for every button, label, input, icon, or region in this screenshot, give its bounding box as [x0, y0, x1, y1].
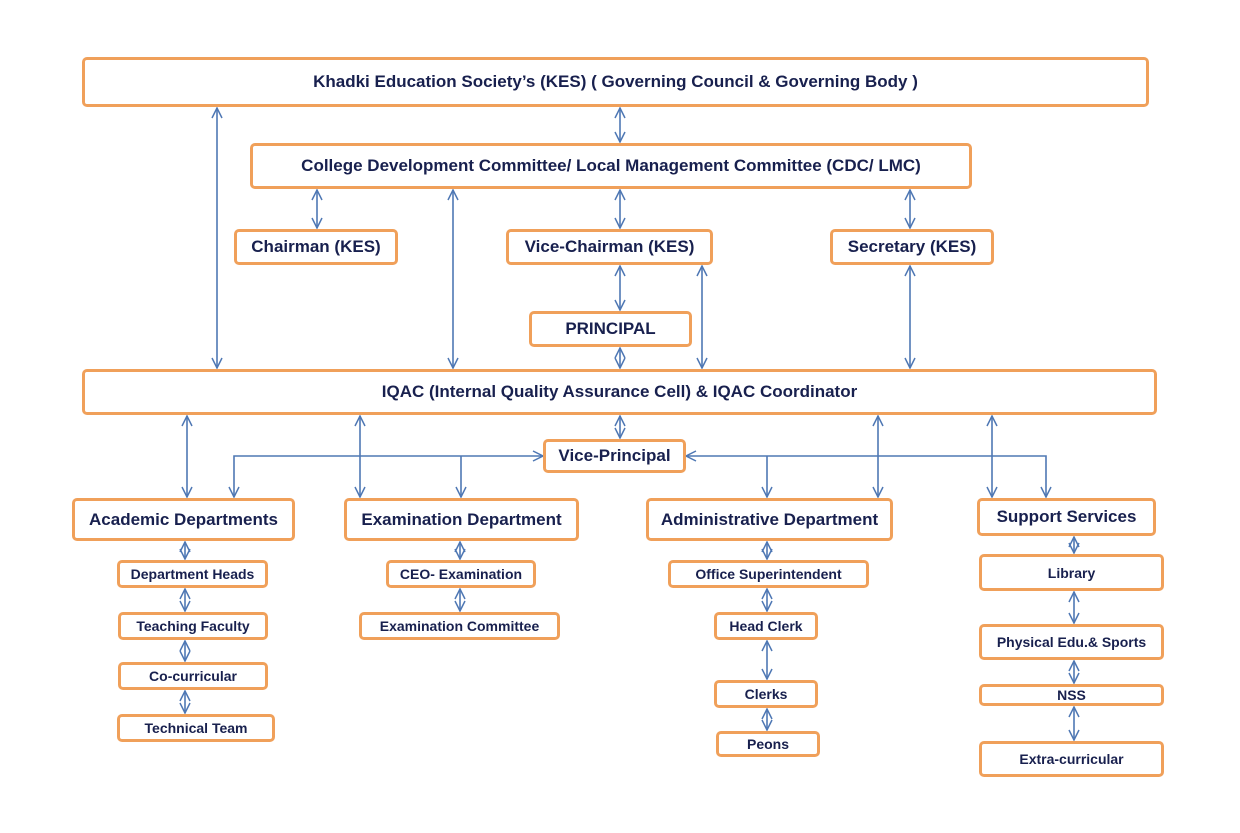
support-services-box: Support Services: [977, 498, 1156, 536]
technical-team-box: Technical Team: [117, 714, 275, 742]
vice-chairman-box: Vice-Chairman (KES): [506, 229, 713, 265]
examination-committee-box: Examination Committee: [359, 612, 560, 640]
cdc-lmc-box: College Development Committee/ Local Man…: [250, 143, 972, 189]
department-heads-box: Department Heads: [117, 560, 268, 588]
iqac-box: IQAC (Internal Quality Assurance Cell) &…: [82, 369, 1157, 415]
examination-department-box: Examination Department: [344, 498, 579, 541]
chairman-box: Chairman (KES): [234, 229, 398, 265]
kes-governing-box: Khadki Education Society’s (KES) ( Gover…: [82, 57, 1149, 107]
academic-departments-box: Academic Departments: [72, 498, 295, 541]
teaching-faculty-box: Teaching Faculty: [118, 612, 268, 640]
link-vice-principal-right: [686, 456, 1046, 497]
vice-principal-box: Vice-Principal: [543, 439, 686, 473]
physical-education-sports-box: Physical Edu.& Sports: [979, 624, 1164, 660]
nss-box: NSS: [979, 684, 1164, 706]
co-curricular-box: Co-curricular: [118, 662, 268, 690]
ceo-examination-box: CEO- Examination: [386, 560, 536, 588]
link-vice-principal-left: [234, 456, 543, 497]
secretary-box: Secretary (KES): [830, 229, 994, 265]
head-clerk-box: Head Clerk: [714, 612, 818, 640]
library-box: Library: [979, 554, 1164, 591]
administrative-department-box: Administrative Department: [646, 498, 893, 541]
extra-curricular-box: Extra-curricular: [979, 741, 1164, 777]
office-superintendent-box: Office Superintendent: [668, 560, 869, 588]
peons-box: Peons: [716, 731, 820, 757]
clerks-box: Clerks: [714, 680, 818, 708]
principal-box: PRINCIPAL: [529, 311, 692, 347]
